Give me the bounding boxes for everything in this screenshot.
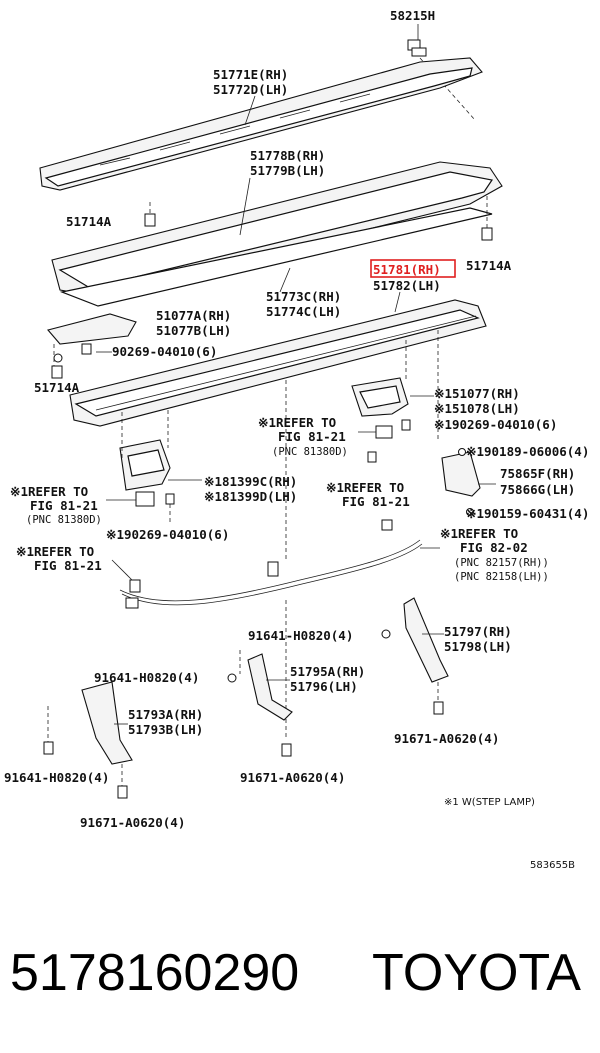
label-91671-c: 91671-A0620(4) xyxy=(80,815,185,830)
label-ref4-b: FIG 81-21 xyxy=(342,494,410,509)
label-ref2-a: ※1REFER TO xyxy=(16,544,94,559)
bolt-90269-c xyxy=(165,493,175,505)
bracket-51797 xyxy=(381,597,449,715)
label-91641-b: 91641-H0820(4) xyxy=(94,670,199,685)
label-51773c: 51773C(RH) xyxy=(266,289,341,304)
label-51798: 51798(LH) xyxy=(444,639,512,654)
label-75866g: 75866G(LH) xyxy=(500,482,575,497)
label-ref1-c: (PNC 81380D) xyxy=(26,514,102,526)
label-58215h: 58215H xyxy=(390,8,435,23)
label-ref4-a: ※1REFER TO xyxy=(326,480,404,495)
highlight-box xyxy=(370,259,456,278)
label-90159: ※190159-60431(4) xyxy=(466,506,589,521)
label-ref2-b: FIG 81-21 xyxy=(34,558,102,573)
label-ref5-c: (PNC 82157(RH)) xyxy=(454,557,549,569)
bracket-51077a xyxy=(47,313,137,379)
label-51077a: 51077A(RH) xyxy=(156,308,231,323)
label-51714a-1: 51714A xyxy=(66,214,112,229)
label-75865f: 75865F(RH) xyxy=(500,466,575,481)
label-51772d: 51772D(LH) xyxy=(213,82,288,97)
label-ref3-c: (PNC 81380D) xyxy=(272,446,348,458)
label-51782: 51782(LH) xyxy=(373,278,441,293)
label-51714a-3: 51714A xyxy=(34,380,80,395)
label-ref1-a: ※1REFER TO xyxy=(10,484,88,499)
label-51793a: 51793A(RH) xyxy=(128,707,203,722)
bolt-51714a-1 xyxy=(144,202,156,227)
label-note: ※1 W(STEP LAMP) xyxy=(444,797,535,808)
label-51796: 51796(LH) xyxy=(290,679,358,694)
step-board-51781 xyxy=(69,299,487,427)
label-ref1-b: FIG 81-21 xyxy=(30,498,98,513)
label-90269-a: 90269-04010(6) xyxy=(112,344,217,359)
footer-brand: TOYOTA xyxy=(372,944,581,1002)
bracket-51077 xyxy=(351,377,411,431)
footer-part-number: 5178160290 xyxy=(10,944,299,1002)
clip-58215h xyxy=(407,39,427,57)
wire-harness xyxy=(119,519,423,609)
label-51077: ※151077(RH) xyxy=(434,386,520,401)
step-pad xyxy=(51,161,503,307)
label-51778b: 51778B(RH) xyxy=(250,148,325,163)
label-91641-a: 91641-H0820(4) xyxy=(248,628,353,643)
bolt-right-small xyxy=(367,451,377,463)
label-90269-c: ※190269-04010(6) xyxy=(106,527,229,542)
step-cover-upper xyxy=(39,57,483,191)
label-51781: 51781(RH) xyxy=(373,262,441,277)
label-ref5-b: FIG 82-02 xyxy=(460,540,528,555)
label-code: 583655B xyxy=(530,860,575,871)
label-91641-c: 91641-H0820(4) xyxy=(4,770,109,785)
label-51793b: 51793B(LH) xyxy=(128,722,203,737)
label-81399d: ※181399D(LH) xyxy=(204,489,297,504)
label-90189: ※190189-06006(4) xyxy=(466,444,589,459)
label-ref5-a: ※1REFER TO xyxy=(440,526,518,541)
bracket-51793a xyxy=(43,681,133,799)
label-90269-b: ※190269-04010(6) xyxy=(434,417,557,432)
label-51797: 51797(RH) xyxy=(444,624,512,639)
label-51774c: 51774C(LH) xyxy=(266,304,341,319)
bracket-81399c xyxy=(119,439,171,491)
clip-81380d-right xyxy=(375,425,393,439)
label-91671-a: 91671-A0620(4) xyxy=(394,731,499,746)
label-91671-b: 91671-A0620(4) xyxy=(240,770,345,785)
label-ref3-a: ※1REFER TO xyxy=(258,415,336,430)
label-51077b: 51077B(LH) xyxy=(156,323,231,338)
label-51779b: 51779B(LH) xyxy=(250,163,325,178)
label-51795a: 51795A(RH) xyxy=(290,664,365,679)
lamp-cover-75865f xyxy=(441,448,481,516)
lamp-bracket-left xyxy=(135,491,155,507)
label-51714a-2: 51714A xyxy=(466,258,512,273)
label-ref3-b: FIG 81-21 xyxy=(278,429,346,444)
bolt-51714a-2 xyxy=(481,196,493,241)
label-51771e: 51771E(RH) xyxy=(213,67,288,82)
bracket-51795a xyxy=(227,653,293,757)
label-ref5-d: (PNC 82158(LH)) xyxy=(454,571,549,583)
label-81399c: ※181399C(RH) xyxy=(204,474,297,489)
label-51078: ※151078(LH) xyxy=(434,401,520,416)
